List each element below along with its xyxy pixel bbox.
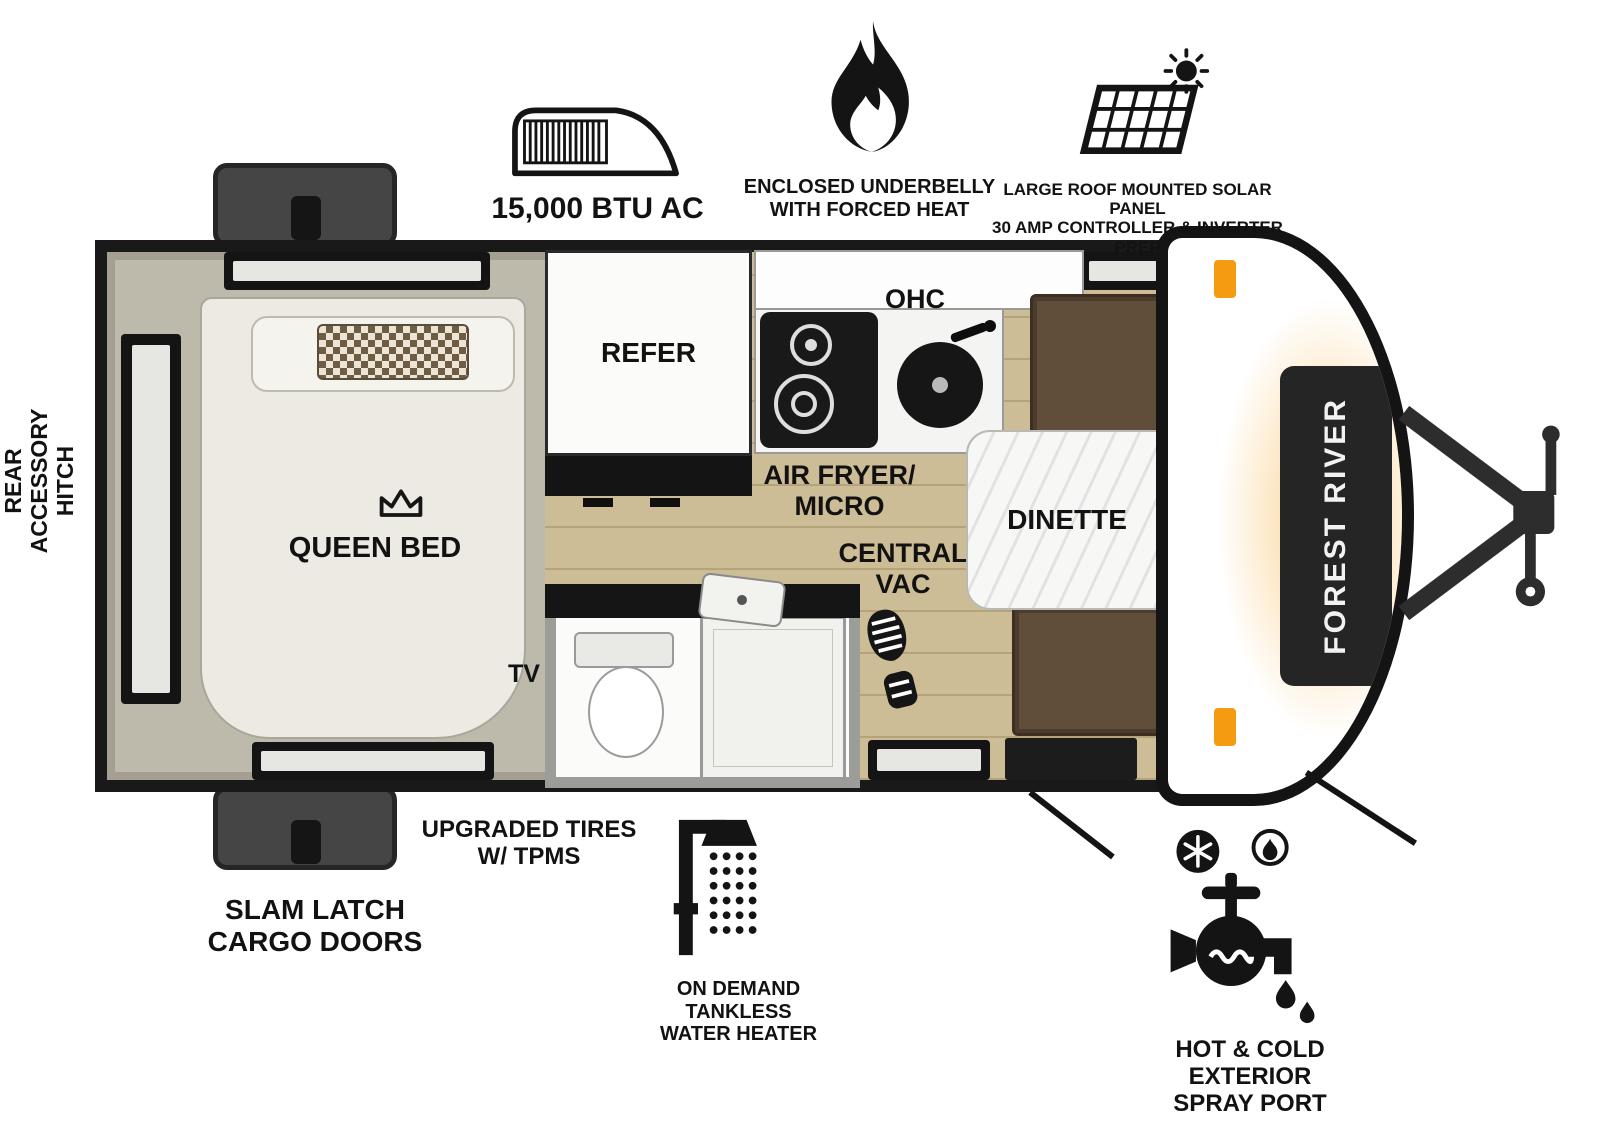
marker-light-bottom: [1214, 708, 1236, 746]
refer-label: REFER: [601, 337, 696, 369]
window-pane: [132, 345, 170, 693]
solar-label: LARGE ROOF MOUNTED SOLAR PANEL 30 AMP CO…: [992, 180, 1283, 257]
refrigerator: REFER: [545, 250, 752, 456]
burner-small: [790, 324, 832, 366]
cabinet-handle: [583, 498, 613, 507]
spray-port-icon: [1168, 826, 1340, 1026]
air-fryer-micro-label: AIR FRYER/ MICRO: [763, 460, 916, 521]
bed-pillow-woven: [317, 324, 469, 380]
shower-head-icon: [672, 792, 802, 970]
ac-label: 15,000 BTU AC: [491, 192, 704, 225]
brand-name: FOREST RIVER: [1319, 397, 1352, 655]
brand-badge: FOREST RIVER: [1280, 366, 1392, 686]
burner-dot: [805, 339, 817, 351]
burner-ring: [791, 391, 817, 417]
rear-hitch-icon: [1398, 402, 1568, 624]
window-pane: [233, 261, 481, 281]
ac-unit-icon: [505, 98, 687, 180]
spray-port-label: HOT & COLD EXTERIOR SPRAY PORT: [1173, 1036, 1327, 1118]
window-rear: [121, 334, 181, 704]
underbelly-label: ENCLOSED UNDERBELLY WITH FORCED HEAT: [743, 176, 996, 221]
ohc-label: OHC: [885, 284, 945, 314]
front-cap: FOREST RIVER: [1156, 226, 1414, 806]
shower-pan-inner: [713, 629, 833, 767]
dinette-bench-top: [1030, 294, 1170, 444]
dinette-bench-bottom: [1012, 606, 1170, 736]
window-top-left: [224, 252, 490, 290]
faucet-knob: [984, 320, 996, 332]
water-heater-label: ON DEMAND TANKLESS WATER HEATER: [659, 978, 818, 1046]
toilet-tank: [574, 632, 674, 668]
tires-label: UPGRADED TIRES W/ TPMS: [421, 816, 637, 871]
cabinet-handle: [650, 498, 680, 507]
central-vac-label: CENTRAL VAC: [838, 538, 968, 599]
window-top-right: [1080, 252, 1166, 290]
sink-drain: [932, 377, 948, 393]
refer-cabinet: [545, 456, 752, 496]
crown-icon: [374, 484, 428, 524]
sink-drain: [736, 594, 748, 606]
queen-bed-label: QUEEN BED: [288, 532, 462, 564]
burner-large: [774, 374, 834, 434]
shower-pan: [700, 616, 846, 780]
kitchen-sink: [897, 342, 983, 428]
flame-icon: [818, 10, 926, 165]
cooktop: [760, 312, 878, 448]
window-pane: [1089, 261, 1157, 281]
toilet: [588, 666, 664, 758]
marker-light-top: [1214, 260, 1236, 298]
entry-door: [1005, 738, 1137, 780]
window-pane: [877, 749, 981, 771]
window-pane: [261, 751, 485, 771]
door-swing-line: [1028, 790, 1115, 860]
window-bottom-right: [868, 740, 990, 780]
cargo-doors-label: SLAM LATCH CARGO DOORS: [207, 894, 423, 957]
cargo-box-handle: [291, 820, 321, 864]
window-bottom-left: [252, 742, 494, 780]
solar-panel-icon: [1058, 48, 1216, 164]
cargo-box-handle: [291, 196, 321, 240]
tv-label: TV: [508, 660, 540, 688]
boot-print-icon: [854, 601, 932, 717]
rear-accessory-hitch-label: REAR ACCESSORY HITCH: [0, 408, 78, 554]
dinette-label: DINETTE: [1007, 504, 1127, 536]
dinette-table: DINETTE: [966, 430, 1168, 610]
